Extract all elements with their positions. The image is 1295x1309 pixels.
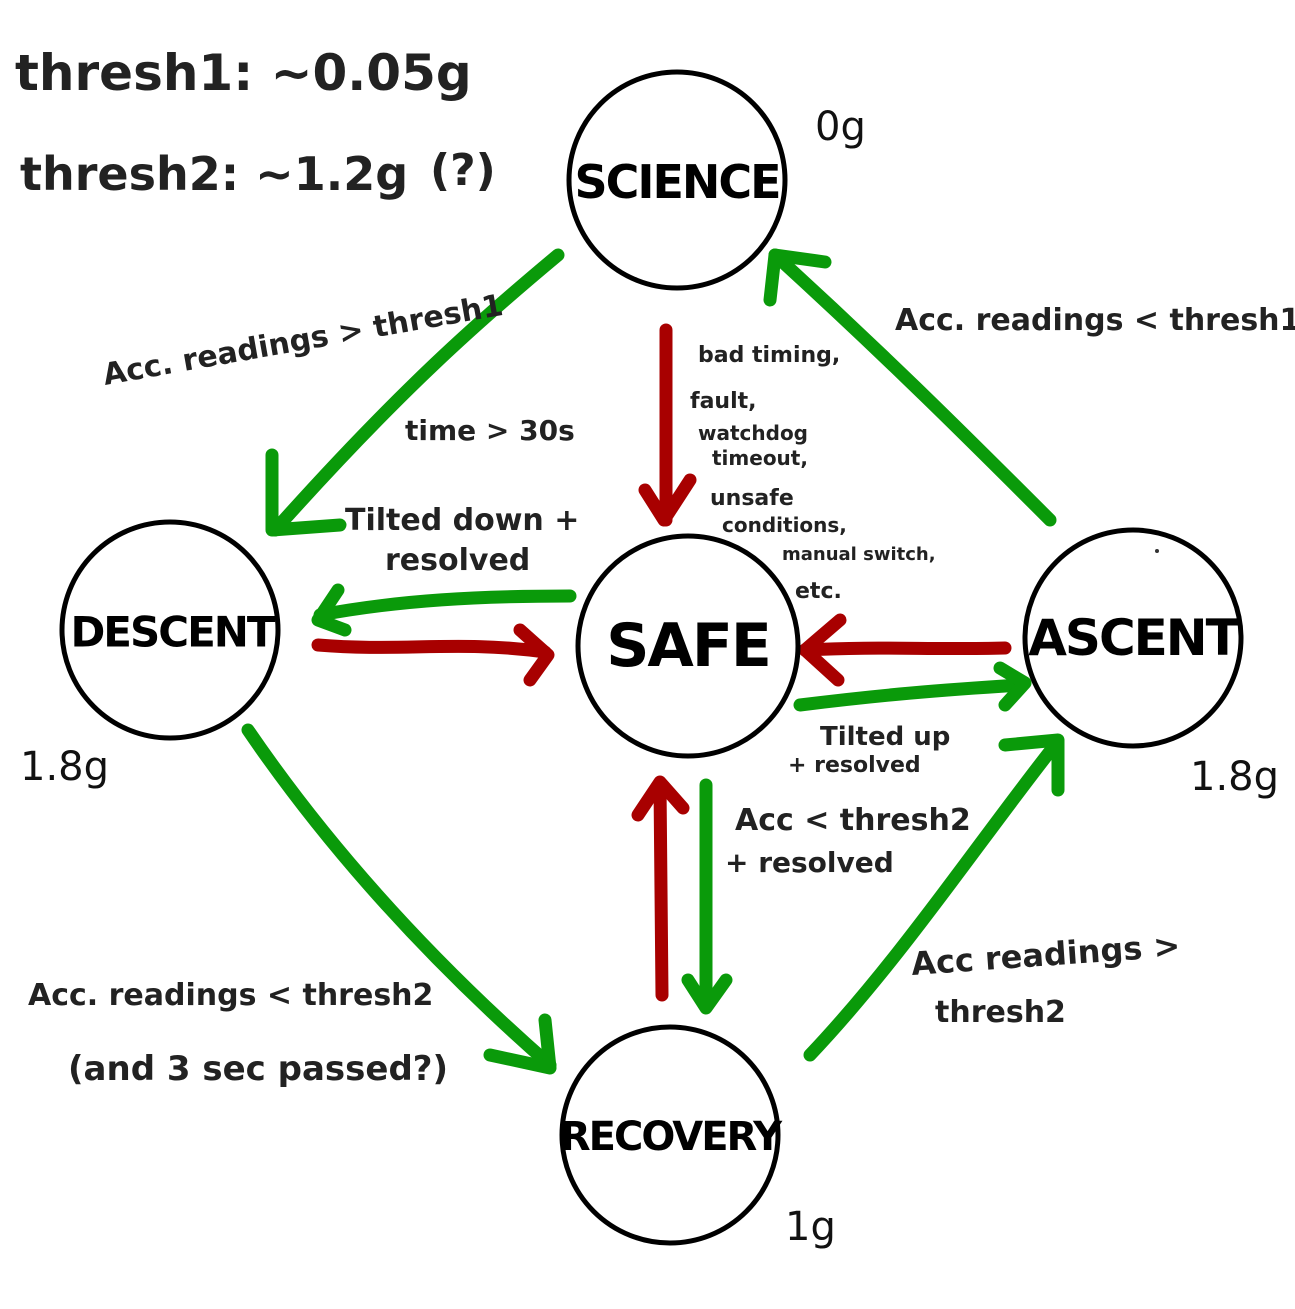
label-safe-to-recovery-1: Acc < thresh2 [735,803,971,838]
node-descent-label: DESCENT [70,608,275,657]
arrow-science-to-safe [638,323,697,527]
arrow-ascent-to-science [763,248,1057,527]
label-recovery-to-ascent-1: Acc readings > [910,926,1181,983]
label-ascent-to-science: Acc. readings < thresh1 [895,303,1295,338]
recovery-g-value: 1g [785,1204,836,1250]
science-g-value: 0g [815,104,866,150]
arrow-recovery-to-ascent [803,733,1065,1062]
safe-reason-line: bad timing, [698,343,840,368]
arrow-science-to-descent [265,248,565,537]
arrow-descent-to-recovery [241,723,557,1075]
arrow-safe-to-descent [311,583,577,637]
ascent-g-value: 1.8g [1190,754,1279,800]
safe-reason-line: etc. [795,579,842,604]
thresh2-question: (?) [430,145,496,196]
safe-reason-line: fault, [690,389,757,414]
arrow-recovery-to-safe [631,775,690,1002]
node-science-label: SCIENCE [574,155,779,209]
node-recovery: RECOVERY [559,1024,785,1246]
node-ascent: ASCENT [1022,527,1244,749]
node-safe-label: SAFE [606,611,770,681]
label-descent-to-recovery-2: (and 3 sec passed?) [68,1049,448,1089]
node-safe: SAFE [575,533,801,759]
label-science-to-descent-2: time > 30s [405,414,575,447]
thresh1-note: thresh1: ~0.05g [15,44,472,102]
safe-reason-line: manual switch, [782,544,936,565]
arrow-safe-to-recovery [681,778,733,1015]
safe-reason-line: watchdog [698,421,808,445]
label-safe-to-recovery-2: + resolved [725,846,894,879]
label-safe-to-descent-1: Tilted down + [345,503,579,538]
arrow-ascent-to-safe [798,613,1012,687]
label-science-to-safe: bad timing, fault, watchdog timeout, uns… [690,343,936,604]
safe-reason-line: unsafe [710,486,794,511]
label-safe-to-ascent-1: Tilted up [820,722,950,752]
thresh2-note: thresh2: ~1.2g [20,147,408,201]
node-recovery-label: RECOVERY [560,1114,783,1160]
label-safe-to-ascent-2: + resolved [788,753,921,778]
arrow-descent-to-safe [311,623,555,687]
node-ascent-label: ASCENT [1028,609,1239,667]
label-recovery-to-ascent-2: thresh2 [935,995,1066,1030]
label-safe-to-descent-2: resolved [385,543,530,578]
node-descent: DESCENT [59,519,281,741]
arrow-safe-to-ascent [793,661,1032,712]
node-science: SCIENCE [566,69,788,291]
descent-g-value: 1.8g [20,744,109,790]
safe-reason-line: conditions, [722,513,847,537]
label-science-to-descent-1: Acc. readings > thresh1 [100,288,505,393]
stray-dot [1155,549,1159,553]
safe-reason-line: timeout, [712,446,808,470]
label-descent-to-recovery-1: Acc. readings < thresh2 [28,978,433,1013]
